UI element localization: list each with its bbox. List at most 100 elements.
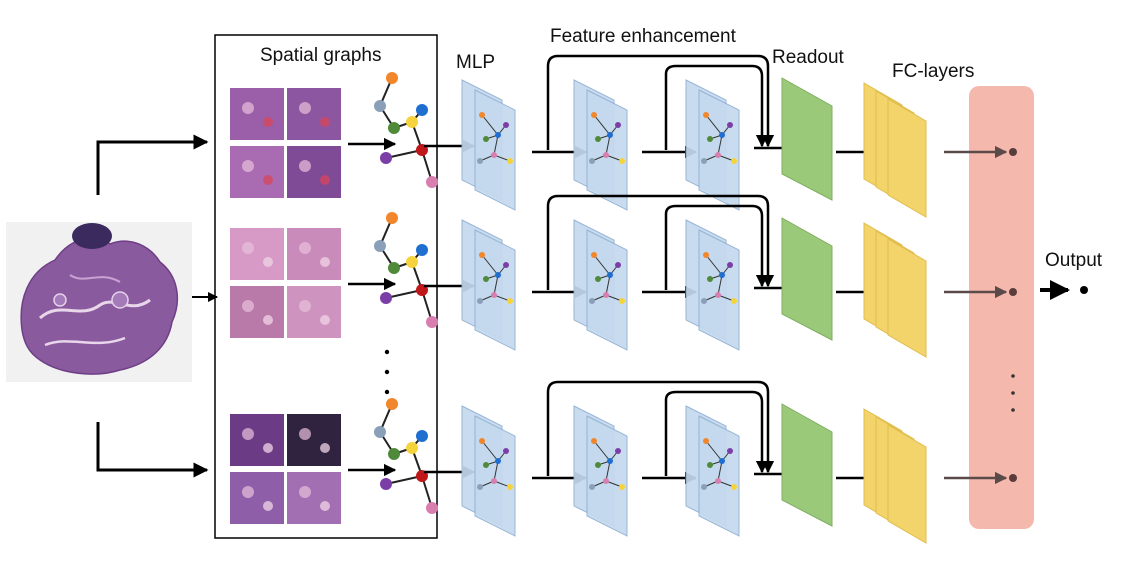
tissue-patch — [230, 286, 284, 338]
graph-edge — [493, 274, 499, 296]
graph-node — [503, 122, 509, 128]
graph-edge — [481, 254, 499, 276]
graph-node — [731, 158, 737, 164]
patch-texture — [263, 501, 273, 511]
enhancement-layer-stack-1 — [573, 79, 628, 211]
graph-node — [386, 72, 398, 84]
graph-node — [731, 298, 737, 304]
graph-node — [715, 478, 721, 484]
graph-node — [507, 298, 513, 304]
graph-node — [701, 158, 707, 164]
patch-texture — [299, 102, 311, 114]
graph-node — [715, 152, 721, 158]
tissue-patch — [230, 146, 284, 198]
graph-node — [615, 262, 621, 268]
graph-node — [715, 292, 721, 298]
graph-node — [491, 152, 497, 158]
graph-node — [591, 438, 597, 444]
patch-texture — [242, 242, 254, 254]
graph-node — [707, 462, 713, 468]
readout-block — [781, 77, 833, 201]
graph-node — [416, 104, 428, 116]
graph-node — [607, 132, 613, 138]
graph-node — [603, 152, 609, 158]
row-3 — [230, 380, 1017, 544]
enhancement-layer-stack-2 — [685, 405, 740, 537]
graph-node — [477, 158, 483, 164]
patch-texture — [299, 242, 311, 254]
graph-edge — [605, 460, 611, 482]
graph-edge — [481, 440, 499, 462]
graph-edge — [593, 114, 611, 136]
patch-texture — [242, 102, 254, 114]
mlp-label: MLP — [456, 52, 495, 73]
patch-texture — [320, 315, 330, 325]
patch-texture — [320, 501, 330, 511]
enhancement-layer-stack-2 — [685, 219, 740, 351]
patch-texture — [263, 257, 273, 267]
graph-node — [619, 158, 625, 164]
skip-connection — [546, 194, 775, 290]
enhancement-layer-stack-2 — [685, 79, 740, 211]
graph-node — [491, 292, 497, 298]
output-dot — [1080, 286, 1088, 294]
patch-texture — [299, 300, 311, 312]
graph-node — [619, 484, 625, 490]
graph-node — [388, 448, 400, 460]
whole-slide-image — [6, 222, 192, 382]
graph-node — [591, 112, 597, 118]
fc-layers-label: FC-layers — [892, 61, 974, 82]
skip-connection — [664, 204, 769, 290]
skip-connection — [546, 380, 775, 476]
ellipsis-dots-graphs — [384, 349, 390, 395]
graph-node — [479, 252, 485, 258]
feature-enhancement-label: Feature enhancement — [550, 26, 737, 47]
patch-texture — [299, 486, 311, 498]
graph-node — [701, 298, 707, 304]
row-1 — [230, 54, 1017, 218]
graph-edge — [385, 149, 423, 159]
skip-connection — [664, 64, 769, 150]
graph-node — [406, 442, 418, 454]
output-label: Output — [1045, 250, 1103, 271]
graph-node — [386, 212, 398, 224]
graph-edge — [493, 134, 499, 156]
graph-node — [703, 252, 709, 258]
fc-layer — [887, 424, 927, 544]
output-node — [1009, 288, 1017, 296]
patch-texture — [242, 160, 254, 172]
row-2 — [230, 194, 1017, 358]
graph-node — [491, 478, 497, 484]
tissue-patch — [287, 472, 341, 524]
graph-edge — [593, 254, 611, 276]
graph-node — [701, 484, 707, 490]
graph-node — [477, 298, 483, 304]
tissue-patch — [230, 228, 284, 280]
graph-node — [595, 136, 601, 142]
graph-node — [719, 458, 725, 464]
graph-node — [380, 292, 392, 304]
output-panel — [969, 86, 1034, 529]
graph-edge — [385, 475, 423, 485]
graph-node — [719, 132, 725, 138]
tissue-patch — [230, 472, 284, 524]
graph-node — [495, 458, 501, 464]
graph-node — [719, 272, 725, 278]
graph-node — [426, 176, 438, 188]
graph-node — [479, 112, 485, 118]
graph-node — [386, 398, 398, 410]
graph-node — [388, 262, 400, 274]
spatial-graphs-label: Spatial graphs — [260, 45, 381, 66]
mlp-layer-stack — [461, 79, 516, 211]
graph-node — [380, 478, 392, 490]
graph-node — [589, 298, 595, 304]
graph-node — [388, 122, 400, 134]
graph-node — [374, 426, 386, 438]
graph-node — [727, 448, 733, 454]
tissue-patch — [230, 88, 284, 140]
skip-connection — [664, 390, 769, 476]
graph-node — [426, 502, 438, 514]
patch-texture — [299, 160, 311, 172]
output-node — [1009, 474, 1017, 482]
